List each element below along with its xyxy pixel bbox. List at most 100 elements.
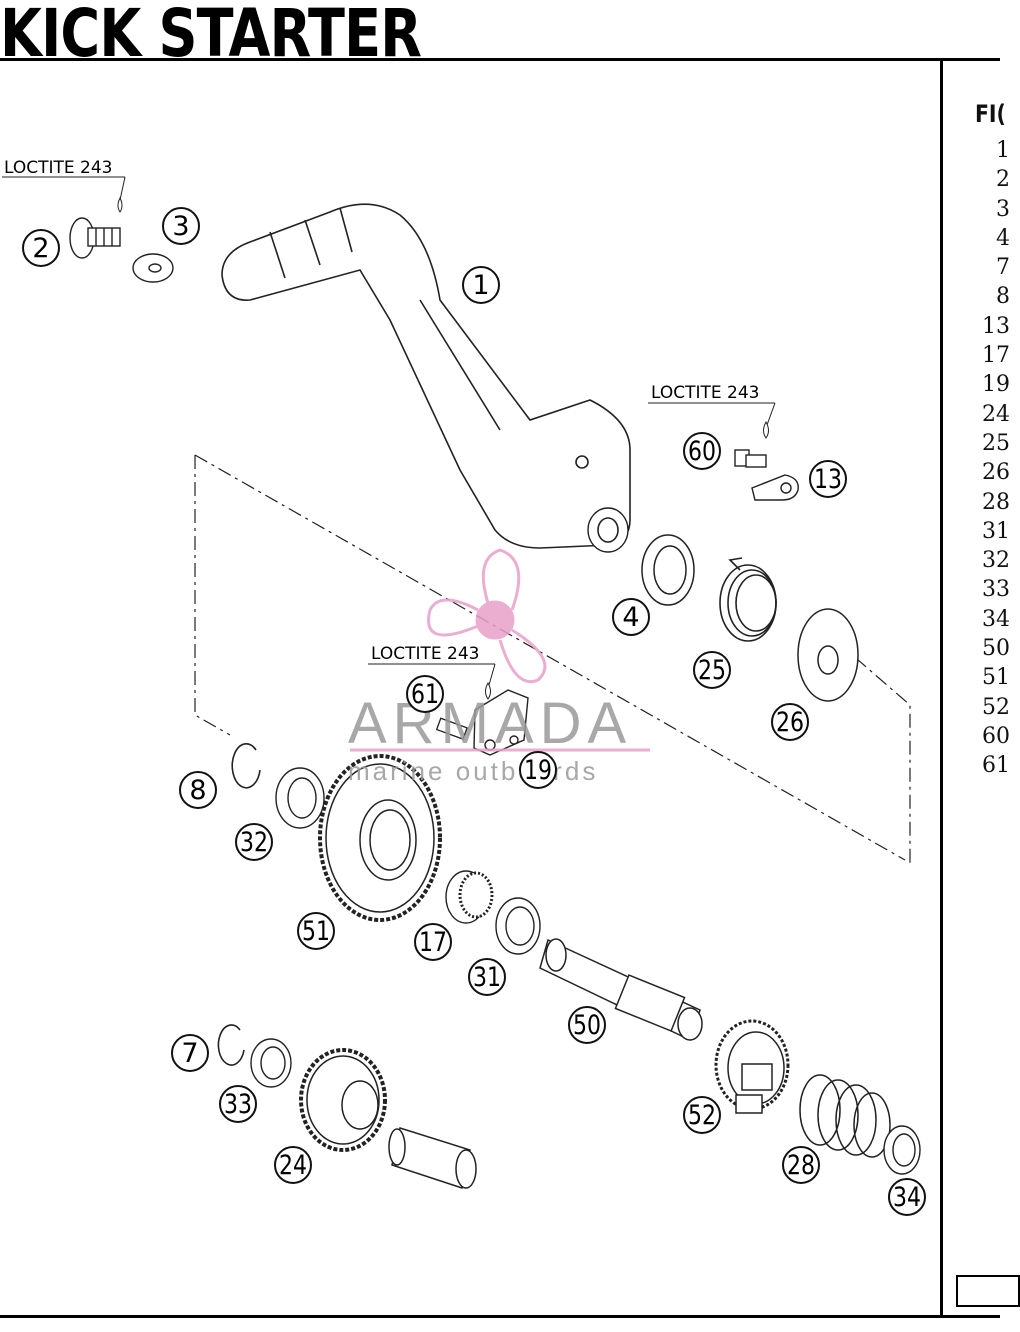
armada-watermark: ARMADA marine outboards xyxy=(348,548,650,786)
fig-list-item: 32 xyxy=(982,548,1010,574)
callout-number: 33 xyxy=(224,1089,252,1120)
washer-part-3 xyxy=(132,253,174,283)
callout-circle xyxy=(468,958,506,996)
fig-list-item: 7 xyxy=(996,255,1010,281)
screw-part-2 xyxy=(69,217,121,259)
callout-number: 34 xyxy=(893,1182,921,1213)
exploded-parts-diagram: LOCTITE 243 LOCTITE 243 LOCTITE 243 ARMA… xyxy=(2,158,926,1216)
callout-33: 33 xyxy=(219,1085,257,1123)
fig-list-item: 4 xyxy=(996,225,1010,251)
needle-bearing-part-17 xyxy=(445,870,494,924)
callout-31: 31 xyxy=(468,958,506,996)
watermark-brand: ARMADA xyxy=(348,691,632,756)
callout-3: 3 xyxy=(162,207,200,245)
callout-circle xyxy=(782,1146,820,1184)
gear-part-24 xyxy=(299,1048,387,1152)
callout-24: 24 xyxy=(274,1146,312,1184)
plate-part-26 xyxy=(797,608,859,702)
drop-icon xyxy=(763,420,769,439)
callout-61: 61 xyxy=(406,675,444,713)
callout-circle xyxy=(219,1085,257,1123)
callout-circle xyxy=(888,1178,926,1216)
fig-list-item: 52 xyxy=(982,694,1010,720)
callout-circle xyxy=(568,1006,606,1044)
callout-60: 60 xyxy=(683,432,721,470)
callout-circle xyxy=(683,1096,721,1134)
callout-number: 60 xyxy=(688,436,716,467)
callout-circle xyxy=(171,1034,209,1072)
gear-part-51 xyxy=(318,754,442,922)
bottom-rule xyxy=(0,1315,1000,1318)
fig-list-item: 31 xyxy=(982,518,1010,544)
fig-list-item: 2 xyxy=(996,167,1010,193)
callout-number: 31 xyxy=(473,962,501,993)
callout-number: 26 xyxy=(776,707,804,738)
fig-list-item: 19 xyxy=(982,372,1010,398)
callout-number: 4 xyxy=(622,602,639,633)
callout-circle xyxy=(771,703,809,741)
screw-part-61 xyxy=(435,717,468,740)
fig-list-item: 8 xyxy=(996,284,1010,310)
callout-13: 13 xyxy=(809,460,847,498)
axle-pin xyxy=(388,1127,477,1189)
callout-number: 61 xyxy=(411,679,439,710)
circlip-part-7 xyxy=(217,1024,245,1066)
callout-number: 52 xyxy=(688,1100,716,1131)
fig-list-item: 34 xyxy=(982,606,1010,632)
callout-51: 51 xyxy=(297,912,335,950)
callout-circle xyxy=(809,460,847,498)
fig-list-item: 26 xyxy=(982,460,1010,486)
loctite-note-right: LOCTITE 243 xyxy=(648,383,776,439)
title-rule xyxy=(0,58,1000,61)
callout-2: 2 xyxy=(22,229,60,267)
callout-number: 28 xyxy=(787,1150,815,1181)
fig-list-item: 24 xyxy=(982,401,1010,427)
fig-part-list: 1 2 3 4 7 8 13 17 19 24 25 26 28 31 32 3… xyxy=(950,136,1010,781)
circlip-part-8 xyxy=(231,743,261,789)
callout-52: 52 xyxy=(683,1096,721,1134)
fig-column-header: FI( xyxy=(975,100,1006,128)
loctite-note-middle: LOCTITE 243 xyxy=(368,644,496,700)
callout-17: 17 xyxy=(414,923,452,961)
propeller-logo-icon xyxy=(427,548,547,683)
callout-8: 8 xyxy=(179,771,217,809)
callout-26: 26 xyxy=(771,703,809,741)
spring-part-28 xyxy=(799,1074,891,1158)
callout-number: 19 xyxy=(524,755,552,786)
callout-circle xyxy=(274,1146,312,1184)
callout-number: 25 xyxy=(698,655,726,686)
callout-19: 19 xyxy=(519,751,557,789)
callout-number: 7 xyxy=(181,1038,198,1069)
callout-50: 50 xyxy=(568,1006,606,1044)
fig-list-item: 25 xyxy=(982,430,1010,456)
loctite-label: LOCTITE 243 xyxy=(371,644,480,664)
callout-number: 17 xyxy=(419,927,447,958)
callout-number: 50 xyxy=(573,1010,601,1041)
callout-number: 1 xyxy=(472,270,489,301)
callout-circle xyxy=(179,771,217,809)
callout-number: 24 xyxy=(279,1150,307,1181)
callout-34: 34 xyxy=(888,1178,926,1216)
callout-number: 32 xyxy=(240,827,268,858)
callout-number: 8 xyxy=(189,775,206,806)
callout-1: 1 xyxy=(462,266,500,304)
watermark-tagline: marine outboards xyxy=(348,756,598,786)
callout-number: 2 xyxy=(32,233,49,264)
callout-circle xyxy=(519,751,557,789)
washer-part-31 xyxy=(495,897,541,955)
callout-circle xyxy=(693,651,731,689)
fig-list-item: 1 xyxy=(996,138,1010,163)
fig-list-item: 33 xyxy=(982,577,1010,603)
fig-list-item: 60 xyxy=(982,723,1010,749)
shaft-part-50 xyxy=(539,938,703,1042)
kick-lever xyxy=(221,203,631,553)
fig-list-item: 13 xyxy=(982,313,1010,339)
drop-icon xyxy=(485,681,491,700)
bolt-part-60 xyxy=(734,449,767,468)
callout-number: 13 xyxy=(814,464,842,495)
callout-circle xyxy=(612,598,650,636)
ratchet-part-19 xyxy=(473,689,529,756)
callout-25: 25 xyxy=(693,651,731,689)
drop-icon xyxy=(117,196,123,213)
